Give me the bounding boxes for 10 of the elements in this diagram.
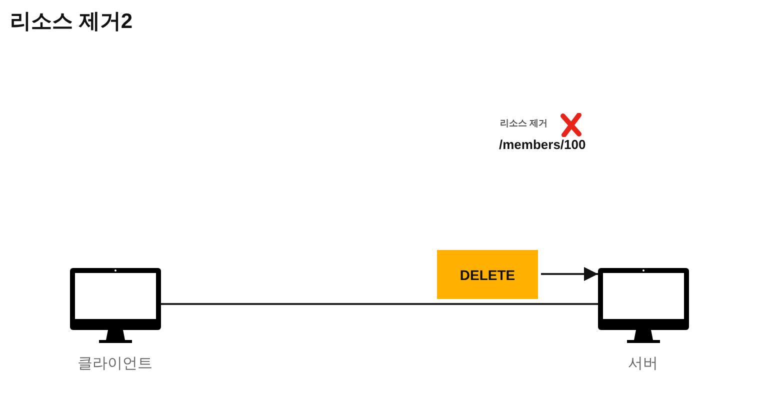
caption-label: 리소스 제거 <box>500 117 548 130</box>
page-title: 리소스 제거2 <box>10 9 133 35</box>
resource-path: /members/100 <box>499 137 586 152</box>
request-box: DELETE <box>437 250 538 299</box>
device-caption: 클라이언트 <box>76 354 154 373</box>
monitor-icon <box>70 268 161 343</box>
arrow <box>541 267 598 281</box>
monitor-icon <box>598 268 689 343</box>
device-caption: 서버 <box>627 354 659 373</box>
connection-line <box>161 303 598 305</box>
